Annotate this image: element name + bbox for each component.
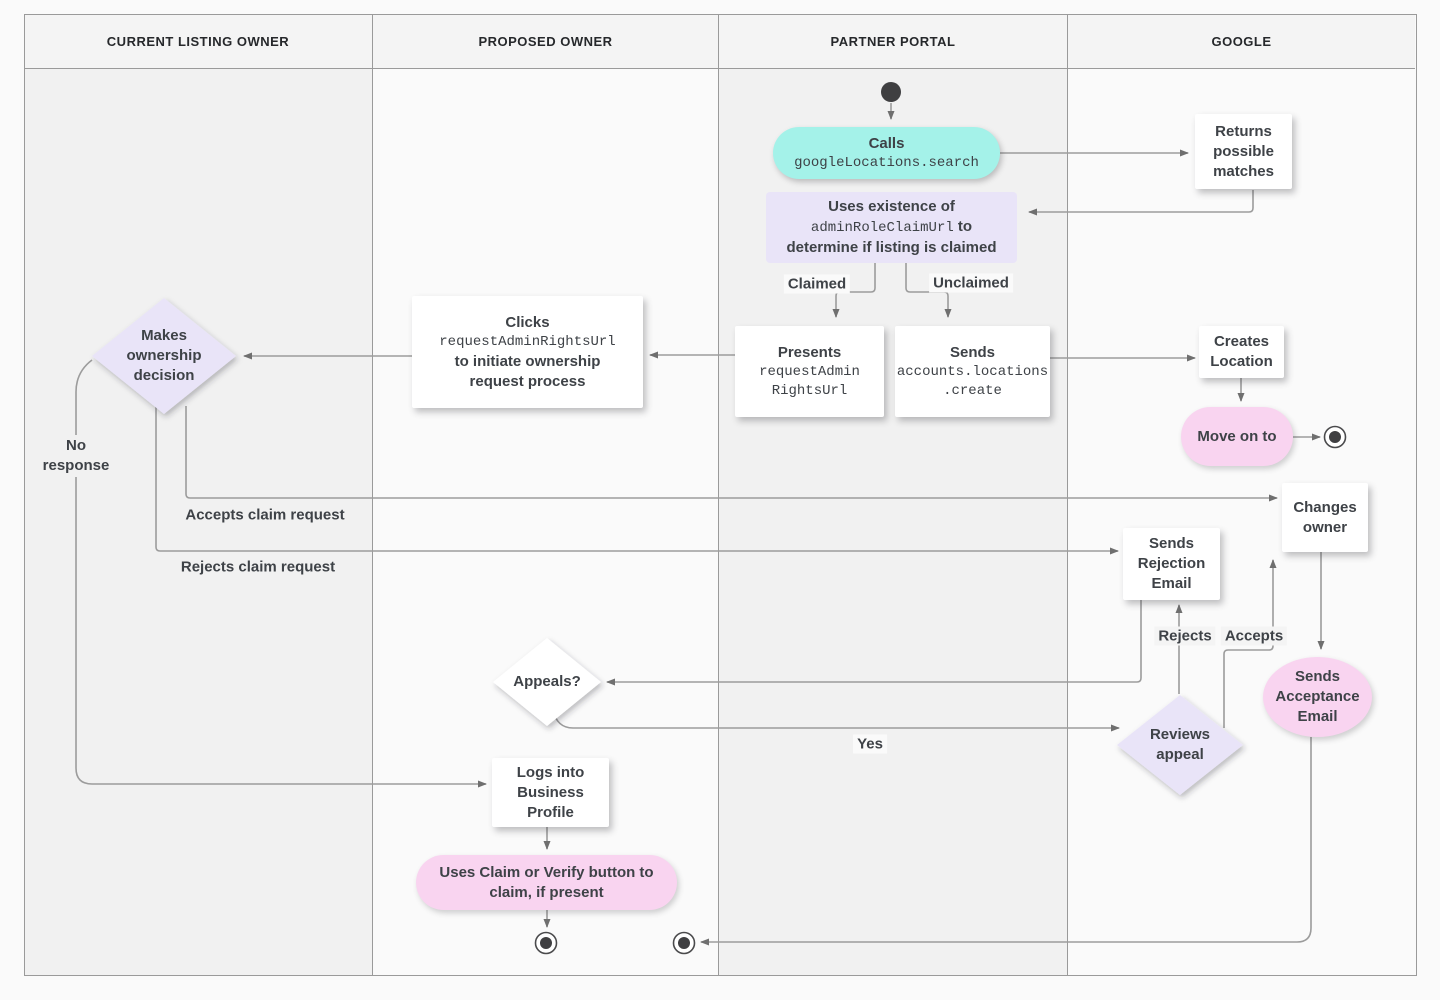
clicks-title: Clicks [505,313,550,331]
makes-ownership-decision-label: Makes ownership decision [126,327,202,384]
edge-label-claimed: Claimed [783,274,851,294]
uses-claim-or-verify-label: Uses Claim or Verify button to claim, if… [439,863,654,901]
appeals-label: Appeals? [513,673,581,690]
uses-existence-code: adminRoleClaimUrl [810,220,954,236]
logs-into-business-profile-label: Logs into Business Profile [516,763,585,821]
edge-label-rejects: Rejects [1154,626,1216,646]
edge-returns-to-uses-existence [1028,190,1254,216]
edge-no-response [75,359,487,788]
sends-acceptance-email-node: Sends Acceptance Email [1263,657,1372,737]
creates-location-node: Creates Location [1199,326,1284,378]
lane-header-proposed-owner: PROPOSED OWNER [373,14,719,69]
edge-claimed-branch [832,263,876,318]
uses-existence-after-code: to [953,218,973,235]
sends-accounts-locations-create-node: Sends accounts.locations .create [895,326,1050,417]
returns-possible-matches-node: Returns possible matches [1195,114,1292,189]
move-on-to-label: Move on to [1197,427,1277,445]
calls-code: googleLocations.search [794,154,979,171]
appeals-diamond [493,638,601,726]
presents-code-line2: RightsUrl [771,382,848,399]
uses-existence-node: Uses existence of adminRoleClaimUrl to d… [766,192,1017,263]
edge-label-rejects-claim-request: Rejects claim request [180,558,336,576]
uses-existence-line2: adminRoleClaimUrl to [811,217,972,238]
edge-label-yes: Yes [853,734,887,754]
sends-create-code-line2: .create [943,382,1002,399]
uses-existence-line1: Uses existence of [828,198,955,215]
sends-acceptance-email-label: Sends Acceptance Email [1275,668,1360,725]
creates-location-label: Creates Location [1210,333,1273,370]
lane-current-listing-owner [24,68,373,975]
changes-owner-label: Changes owner [1293,498,1357,536]
clicks-after-text: to initiate ownership request process [454,352,601,390]
reviews-appeal-diamond [1117,695,1243,795]
sends-create-title: Sends [949,343,995,361]
lane-header-google: GOOGLE [1068,14,1415,69]
end-node-proposed-owner [534,931,558,955]
returns-possible-matches-label: Returns possible matches [1213,122,1274,180]
start-node [881,82,901,102]
edge-reviews-accepts [1223,559,1277,728]
uses-claim-or-verify-node: Uses Claim or Verify button to claim, if… [416,855,677,910]
sends-rejection-email-label: Sends Rejection Email [1137,535,1206,592]
clicks-request-admin-rights-url-node: Clicks requestAdminRightsUrl to initiate… [412,296,643,408]
edge-unclaimed-branch [905,263,952,318]
edge-rejects-claim-request [155,406,1119,555]
edge-appeals-yes-to-reviews [552,709,1120,732]
lane-header-partner-portal: PARTNER PORTAL [719,14,1068,69]
edge-label-unclaimed: Unclaimed [929,273,1013,293]
edge-acceptance-to-end [700,737,1312,946]
reviews-appeal-label: Reviews appeal [1149,726,1211,763]
end-node-google [1323,425,1347,449]
edge-rejection-to-appeals [606,598,1142,686]
presents-request-admin-rights-url-node: Presents requestAdmin RightsUrl [735,326,884,417]
calls-title: Calls [868,134,905,152]
edge-accepts-claim-request [185,406,1278,502]
clicks-code: requestAdminRightsUrl [439,333,616,350]
edge-label-accepts: Accepts [1220,626,1288,646]
lane-header-current-listing-owner: CURRENT LISTING OWNER [24,14,373,69]
changes-owner-node: Changes owner [1282,483,1368,552]
uses-existence-line3: determine if listing is claimed [786,239,997,256]
sends-create-code-line1: accounts.locations [896,363,1049,380]
move-on-to-node: Move on to [1181,407,1293,466]
sends-rejection-email-node: Sends Rejection Email [1123,528,1220,600]
presents-title: Presents [777,343,842,361]
edge-label-no-response: No response [28,435,124,477]
end-node-partner-portal [672,931,696,955]
calls-googlelocations-search-node: Calls googleLocations.search [773,127,1000,179]
presents-code-line1: requestAdmin [759,363,860,380]
edge-label-accepts-claim-request: Accepts claim request [185,506,345,524]
logs-into-business-profile-node: Logs into Business Profile [492,758,609,827]
makes-ownership-decision-diamond [92,298,236,414]
